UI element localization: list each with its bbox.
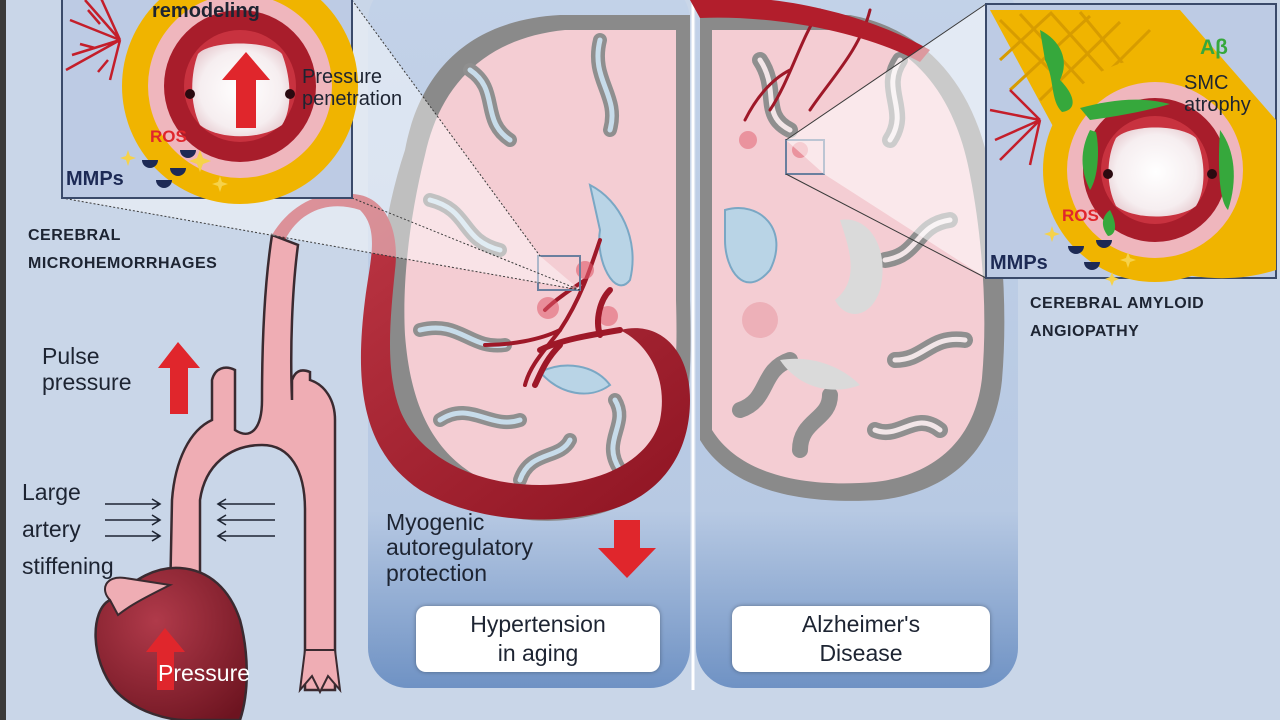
- caption-alzheimers-disease: Alzheimer's Disease: [732, 606, 990, 672]
- label-mmps-left: MMPs: [66, 168, 124, 190]
- label-myogenic-protection: Myogenic autoregulatory protection: [386, 510, 533, 586]
- label-ros-left: ROS: [150, 127, 187, 146]
- label-remodeling: remodeling: [152, 0, 260, 22]
- label-ros-right: ROS: [1062, 206, 1099, 225]
- label-heart-pressure: Pressure: [158, 661, 250, 687]
- caption-hypertension-in-aging: Hypertension in aging: [416, 606, 660, 672]
- label-large-artery-stiffening: Large artery stiffening: [22, 474, 114, 584]
- label-pressure-penetration: Pressure penetration: [302, 66, 402, 111]
- label-mmps-right: MMPs: [990, 252, 1048, 274]
- label-ecm: ECM: [1120, 9, 1167, 33]
- label-cerebral-amyloid-angiopathy: CEREBRAL AMYLOID ANGIOPATHY: [1030, 290, 1204, 346]
- label-abeta: Aβ: [1200, 36, 1228, 60]
- label-smc-atrophy: SMC atrophy: [1184, 72, 1251, 117]
- inset-amyloid-angiopathy: [986, 4, 1276, 286]
- label-cerebral-microhemorrhages: CEREBRAL MICROHEMORRHAGES: [28, 222, 217, 278]
- label-pulse-pressure: Pulse pressure: [42, 344, 131, 396]
